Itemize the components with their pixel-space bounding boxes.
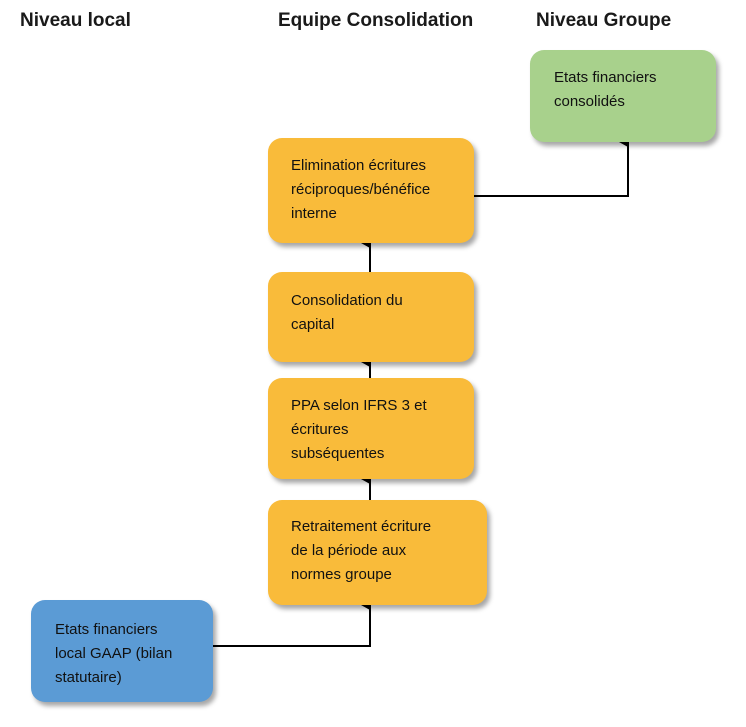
header-equipe-consolidation: Equipe Consolidation [278, 10, 474, 31]
connector-elimination-to-consolides [474, 137, 629, 197]
box-elimination-ecritures: Elimination écritures réciproques/bénéfi… [268, 138, 474, 243]
box-ppa-ifrs3-label: PPA selon IFRS 3 et écritures subséquent… [291, 397, 427, 462]
box-etats-financiers-consolides-label: Etats financiers consolidés [554, 69, 657, 110]
box-retraitement-ecriture-label: Retraitement écriture de la période aux … [291, 518, 432, 583]
box-ppa-ifrs3: PPA selon IFRS 3 et écritures subséquent… [268, 378, 474, 479]
connector-local-to-retraitement [213, 600, 371, 647]
box-etats-financiers-consolides: Etats financiers consolidés [530, 50, 716, 142]
box-elimination-ecritures-label: Elimination écritures réciproques/bénéfi… [291, 157, 431, 222]
box-etats-financiers-local: Etats financiers local GAAP (bilan statu… [31, 600, 213, 702]
box-consolidation-capital: Consolidation du capital [268, 272, 474, 362]
header-niveau-local: Niveau local [20, 10, 131, 31]
box-consolidation-capital-label: Consolidation du capital [291, 292, 403, 333]
header-niveau-groupe: Niveau Groupe [536, 10, 672, 31]
box-etats-financiers-local-label: Etats financiers local GAAP (bilan statu… [55, 621, 173, 686]
box-retraitement-ecriture: Retraitement écriture de la période aux … [268, 500, 487, 605]
